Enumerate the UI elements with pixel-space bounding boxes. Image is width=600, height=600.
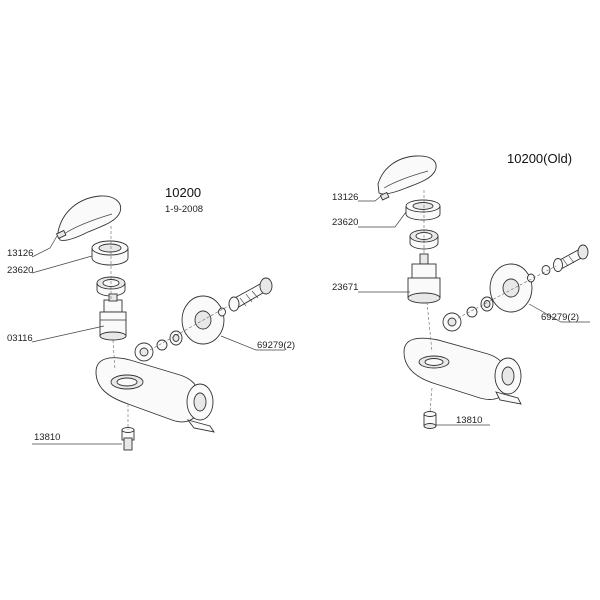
aerator-old (423, 411, 437, 429)
cap-ring (91, 240, 129, 266)
lever-handle (57, 195, 122, 241)
connector-parts (134, 330, 183, 362)
label-13810: 13810 (34, 432, 60, 443)
wall-flange-old (489, 263, 551, 313)
eccentric-connector-old (553, 244, 589, 272)
connector-parts-old (442, 296, 494, 332)
grub-screw-old (379, 191, 390, 201)
label-69279-old: 69279(2) (541, 312, 579, 323)
label-23620-old: 23620 (332, 217, 358, 228)
diagram-10200: 10200 1-9-2008 (7, 185, 295, 451)
diagram-title-old: 10200(Old) (507, 151, 572, 166)
diagram-10200-old: 10200(Old) (332, 151, 590, 429)
label-23620: 23620 (7, 265, 33, 276)
aerator (121, 427, 135, 451)
label-13810-old: 13810 (456, 415, 482, 426)
cartridge (99, 293, 127, 341)
faucet-body (95, 357, 215, 433)
label-03116: 03116 (7, 333, 33, 344)
label-69279: 69279(2) (257, 340, 295, 351)
cap-ring-old (405, 199, 441, 221)
label-13126: 13126 (7, 248, 33, 259)
diagram-subtitle: 1-9-2008 (165, 204, 203, 215)
diagram-title: 10200 (165, 185, 201, 200)
label-23671-old: 23671 (332, 282, 358, 293)
faucet-body-old (403, 337, 522, 405)
cartridge-old (407, 253, 441, 304)
grub-screw (55, 229, 67, 240)
label-13126-old: 13126 (332, 192, 358, 203)
lever-handle-old (377, 155, 437, 195)
eccentric-connector (228, 277, 273, 312)
